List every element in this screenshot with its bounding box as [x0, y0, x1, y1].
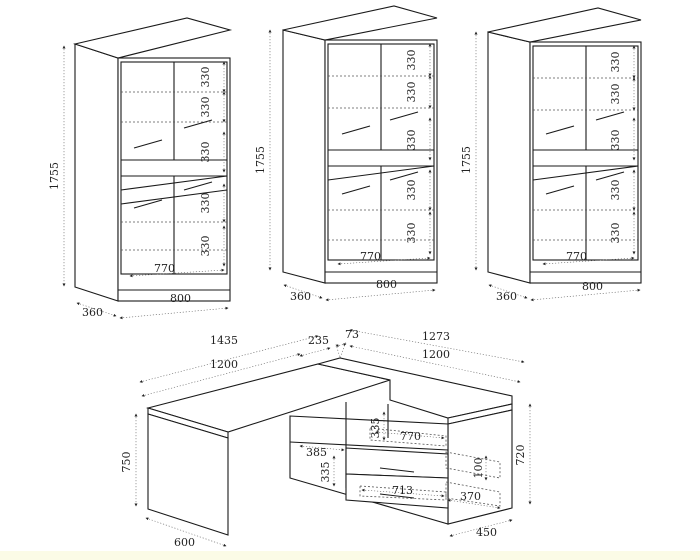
desk-drawer-width-top: 770 — [400, 430, 421, 443]
cabinet-2-spacing-4: 330 — [405, 180, 418, 201]
cabinet-1-inner-width: 770 — [154, 262, 175, 275]
cabinet-3-depth: 360 — [496, 290, 517, 303]
cabinet-1-depth: 360 — [82, 306, 103, 319]
desk-shelf-depth: 385 — [306, 446, 327, 459]
desk-overall-right: 1273 — [422, 330, 450, 343]
cabinet-2-inner-width: 770 — [360, 250, 381, 263]
desk-drawer-depth: 370 — [460, 490, 481, 503]
desk-overlap: 235 — [308, 334, 329, 347]
cabinet-1-spacing-4: 330 — [199, 193, 212, 214]
cabinet-2-spacing-5: 330 — [405, 223, 418, 244]
desk-top-left-width: 1200 — [210, 358, 238, 371]
cabinet-2: 1755 360 800 770 330 330 330 330 330 — [254, 5, 438, 303]
cabinet-2-height: 1755 — [254, 146, 267, 174]
cabinet-1-spacing-2: 330 — [199, 97, 212, 118]
cabinet-1-spacing-5: 330 — [199, 236, 212, 257]
desk-shelf-height-top: 335 — [369, 418, 382, 439]
cabinet-2-spacing-2: 330 — [405, 82, 418, 103]
bottom-strip — [0, 551, 700, 560]
cabinet-3-spacing-2: 330 — [609, 84, 622, 105]
desk-leg-height: 750 — [120, 452, 133, 473]
cabinet-3-height: 1755 — [460, 146, 473, 174]
desk-gap: 73 — [345, 328, 359, 341]
cabinet-1: 1755 360 800 770 330 330 330 330 330 — [48, 17, 233, 320]
cabinet-1-spacing-1: 330 — [199, 67, 212, 88]
desk-top-right-width: 1200 — [422, 348, 450, 361]
desk-unit-height: 720 — [514, 445, 527, 466]
desk-shelf-height-bottom: 335 — [319, 462, 332, 483]
desk-drawer-width-bottom: 713 — [392, 484, 413, 497]
cabinet-1-spacing-3: 330 — [199, 142, 212, 163]
desk-drawer-height: 100 — [472, 458, 485, 479]
cabinet-2-width: 800 — [376, 278, 397, 291]
cabinet-2-depth: 360 — [290, 290, 311, 303]
cabinet-2-spacing-3: 330 — [405, 130, 418, 151]
cabinet-1-height: 1755 — [48, 162, 61, 190]
cabinet-3-spacing-3: 330 — [609, 130, 622, 151]
cabinet-3: 1755 360 800 770 330 330 330 330 330 — [460, 7, 642, 303]
cabinet-3-spacing-4: 330 — [609, 180, 622, 201]
cabinet-3-spacing-1: 330 — [609, 52, 622, 73]
desk-unit-depth: 450 — [476, 526, 497, 539]
cabinet-3-width: 800 — [582, 280, 603, 293]
desk-leg-depth: 600 — [174, 536, 195, 549]
cabinet-2-spacing-1: 330 — [405, 50, 418, 71]
cabinet-3-inner-width: 770 — [566, 250, 587, 263]
desk-overall-left: 1435 — [210, 334, 238, 347]
cabinet-1-width: 800 — [170, 292, 191, 305]
corner-desk: 1435 1200 235 73 1273 1200 750 600 720 4… — [120, 328, 532, 549]
cabinet-3-spacing-5: 330 — [609, 223, 622, 244]
